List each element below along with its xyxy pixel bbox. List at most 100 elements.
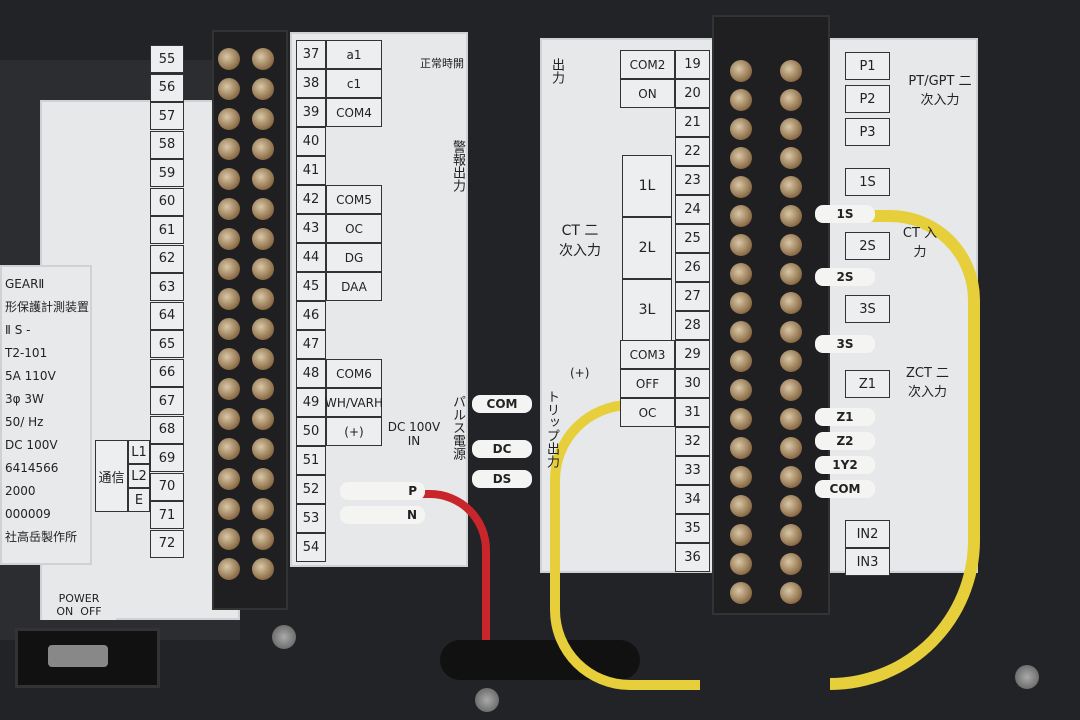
terminal-screw[interactable] [780,176,802,198]
terminal-screw[interactable] [780,118,802,140]
terminal-screw[interactable] [252,378,274,400]
terminal-screw[interactable] [218,78,240,100]
nameplate-line: 社高岳製作所 [5,530,78,544]
pulse-power-label: パルス電源 [450,395,465,460]
output-label: 出力 [549,58,564,84]
terminal-screw[interactable] [218,108,240,130]
terminal-screw[interactable] [780,263,802,285]
power-switch-label: POWER ON OFF [42,590,116,620]
terminal-screw[interactable] [730,234,752,256]
terminal-screw[interactable] [730,466,752,488]
terminal-screw[interactable] [252,438,274,460]
terminal-screw[interactable] [780,553,802,575]
trip-output-label: トリップ出力 [544,390,559,468]
terminal-screw[interactable] [252,48,274,70]
terminal-function-label: 3S [845,295,890,323]
terminal-screw[interactable] [218,228,240,250]
terminal-screw[interactable] [252,258,274,280]
comm-line-label: E [128,488,150,512]
terminal-screw[interactable] [218,258,240,280]
terminal-screw[interactable] [252,558,274,580]
terminal-screw[interactable] [730,89,752,111]
terminal-screw[interactable] [780,292,802,314]
terminal-screw[interactable] [218,168,240,190]
terminal-screw[interactable] [730,553,752,575]
terminal-screw[interactable] [780,466,802,488]
terminal-screw[interactable] [252,198,274,220]
terminal-screw[interactable] [252,408,274,430]
terminal-screw[interactable] [730,118,752,140]
terminal-screw[interactable] [730,205,752,227]
terminal-screw[interactable] [780,524,802,546]
terminal-screw[interactable] [730,437,752,459]
terminal-screw[interactable] [730,263,752,285]
terminal-screw[interactable] [252,168,274,190]
power-off-label: OFF [80,605,102,618]
terminal-screw[interactable] [218,408,240,430]
terminal-screw[interactable] [730,147,752,169]
terminal-number: 20 [675,79,710,108]
terminal-screw[interactable] [218,318,240,340]
terminal-screw[interactable] [780,234,802,256]
comm-line-label: L2 [128,464,150,488]
terminal-screw[interactable] [252,348,274,370]
nameplate-line: 2000 [5,484,36,498]
terminal-screw[interactable] [252,228,274,250]
terminal-screw[interactable] [730,292,752,314]
terminal-number: 66 [150,358,184,387]
terminal-screw[interactable] [218,48,240,70]
terminal-screw[interactable] [252,498,274,520]
terminal-screw[interactable] [218,348,240,370]
terminal-screw[interactable] [780,495,802,517]
terminal-function-label: c1 [326,69,382,98]
terminal-screw[interactable] [730,60,752,82]
terminal-screw[interactable] [730,524,752,546]
terminal-screw[interactable] [252,288,274,310]
terminal-screw[interactable] [780,379,802,401]
terminal-number: 53 [296,504,326,533]
terminal-screw[interactable] [252,108,274,130]
terminal-function-label: P2 [845,85,890,113]
terminal-screw[interactable] [780,582,802,604]
terminal-screw[interactable] [730,582,752,604]
nameplate-line: T2-101 [5,346,48,360]
terminal-screw[interactable] [218,378,240,400]
terminal-screw[interactable] [780,321,802,343]
terminal-screw[interactable] [730,350,752,372]
terminal-screw[interactable] [780,60,802,82]
terminal-screw[interactable] [252,318,274,340]
terminal-screw[interactable] [252,78,274,100]
terminal-screw[interactable] [218,438,240,460]
terminal-number: 50 [296,417,326,446]
wire-marker: Z2 [815,432,875,450]
terminal-screw[interactable] [218,198,240,220]
terminal-screw[interactable] [730,321,752,343]
terminal-screw[interactable] [218,558,240,580]
phase-label: 2L [622,217,672,279]
terminal-screw[interactable] [780,408,802,430]
terminal-number: 57 [150,102,184,130]
terminal-screw[interactable] [252,138,274,160]
terminal-screw[interactable] [730,408,752,430]
terminal-screw[interactable] [218,138,240,160]
terminal-screw[interactable] [780,437,802,459]
terminal-screw[interactable] [780,89,802,111]
terminal-screw[interactable] [780,147,802,169]
terminal-screw[interactable] [218,288,240,310]
terminal-screw[interactable] [780,205,802,227]
terminal-number: 62 [150,244,184,273]
terminal-screw[interactable] [218,528,240,550]
terminal-screw[interactable] [730,176,752,198]
terminal-number: 32 [675,427,710,456]
terminal-screw[interactable] [252,528,274,550]
terminal-function-label: COM2 [620,50,675,79]
terminal-function-label: 1S [845,168,890,196]
terminal-screw[interactable] [730,495,752,517]
terminal-screw[interactable] [252,468,274,490]
power-switch[interactable] [15,628,160,688]
terminal-screw[interactable] [218,468,240,490]
terminal-screw[interactable] [218,498,240,520]
phase-label: 3L [622,279,672,341]
terminal-screw[interactable] [780,350,802,372]
terminal-screw[interactable] [730,379,752,401]
